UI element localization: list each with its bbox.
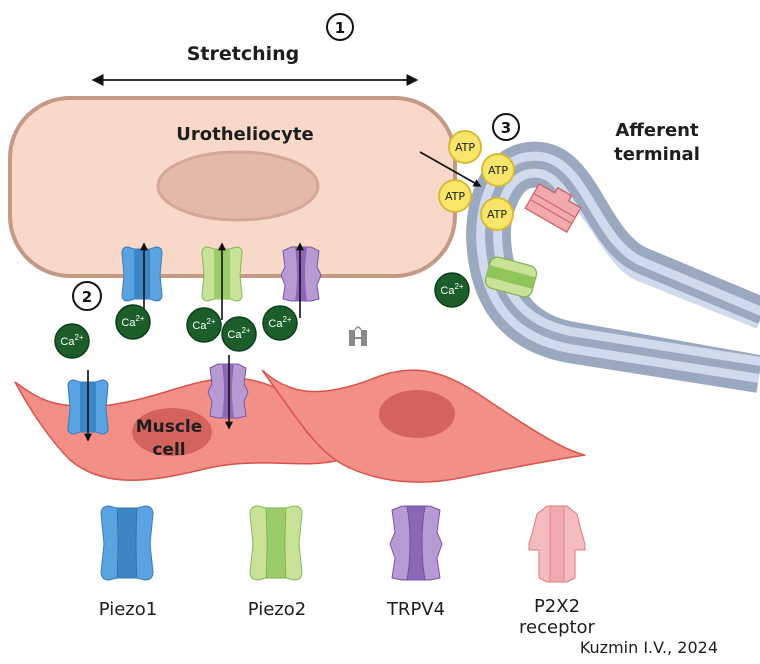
svg-text:2: 2	[82, 288, 92, 306]
atp-molecule: ATP	[480, 197, 514, 231]
author-credit: Kuzmin I.V., 2024	[580, 638, 718, 657]
calcium-ion: Ca2+	[221, 316, 257, 352]
calcium-ion: Ca2+	[434, 272, 470, 308]
afferent-label-line1: Afferent	[615, 120, 699, 141]
legend-trpv4-label: TRPV4	[386, 599, 445, 620]
trpv4-channel-urothelium	[280, 246, 322, 302]
legend-p2x2-label: P2X2	[534, 596, 580, 617]
legend-p2x2-icon	[528, 505, 586, 583]
atp-release-arrow	[419, 151, 482, 187]
svg-text:Ca2+: Ca2+	[268, 315, 292, 330]
calcium-ion: Ca2+	[186, 307, 222, 343]
svg-text:Ca2+: Ca2+	[121, 314, 145, 329]
legend-trpv4-icon	[389, 505, 443, 581]
svg-text:3: 3	[501, 119, 511, 137]
piezo1-channel-urothelium	[121, 246, 163, 302]
step-2-badge: 2	[72, 281, 102, 311]
svg-text:Ca2+: Ca2+	[60, 333, 84, 348]
calcium-ion: Ca2+	[54, 323, 90, 359]
legend-p2x2-label-line2: receptor	[519, 617, 596, 638]
svg-text:Ca2+: Ca2+	[440, 282, 464, 297]
svg-text:1: 1	[335, 19, 345, 37]
svg-text:ATP: ATP	[488, 164, 508, 177]
legend-piezo2-icon	[249, 505, 303, 581]
step-3-badge: 3	[492, 113, 520, 141]
urotheliocyte-nucleus	[156, 150, 320, 222]
svg-text:ATP: ATP	[455, 141, 475, 154]
legend-piezo2-label: Piezo2	[248, 599, 306, 620]
calcium-ion: Ca2+	[115, 304, 151, 340]
muscle-cell-label-line2: cell	[152, 440, 185, 460]
ion-channel-icon	[349, 326, 367, 346]
legend-piezo1-label: Piezo1	[99, 599, 157, 620]
stretching-label: Stretching	[187, 43, 300, 65]
svg-text:Ca2+: Ca2+	[192, 317, 216, 332]
p2x2-receptor-on-nerve	[524, 183, 582, 233]
legend-piezo1-icon	[100, 505, 154, 581]
muscle-cell-label-line1: Muscle	[136, 417, 203, 437]
calcium-ion: Ca2+	[262, 305, 298, 341]
atp-molecule: ATP	[448, 130, 482, 164]
urotheliocyte-label: Urotheliocyte	[176, 124, 313, 145]
svg-text:ATP: ATP	[487, 208, 507, 221]
svg-text:ATP: ATP	[445, 190, 465, 203]
piezo2-channel-on-nerve	[484, 256, 538, 298]
atp-molecule: ATP	[438, 179, 472, 213]
afferent-label-line2: terminal	[614, 144, 700, 165]
trpv4-channel-muscle	[207, 363, 249, 419]
atp-molecule: ATP	[481, 153, 515, 187]
svg-text:Ca2+: Ca2+	[227, 326, 251, 341]
muscle-nucleus-left	[132, 408, 212, 456]
muscle-nucleus-right	[379, 390, 455, 438]
step-1-badge: 1	[326, 13, 354, 41]
